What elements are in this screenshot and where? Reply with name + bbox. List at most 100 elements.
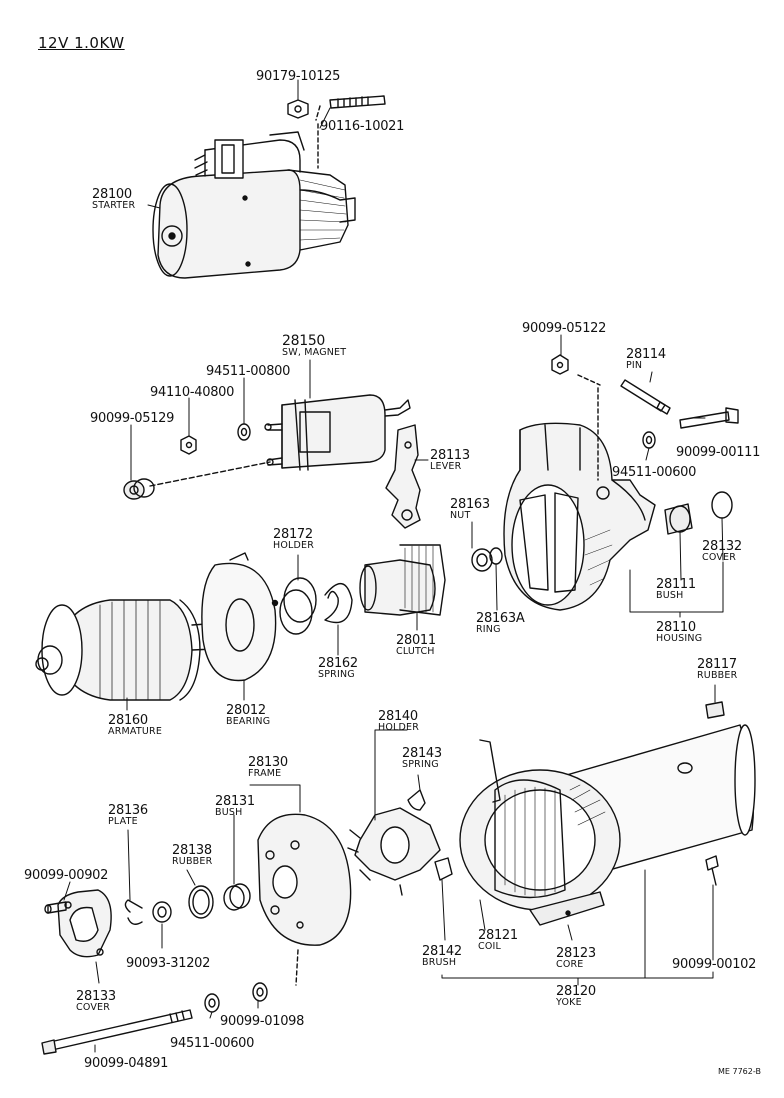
part-number: 28150 (282, 333, 326, 349)
part-number: 28162 (318, 656, 358, 671)
part-number: 28172 (273, 527, 313, 542)
part-number-94511-00800: 94511-00800 (206, 364, 291, 379)
part-label-28143: 28143 SPRING (402, 747, 442, 770)
part-name: SPRING (402, 759, 439, 770)
part-number: 28131 (215, 794, 255, 809)
part-number-94110-40800: 94110-40800 (150, 385, 235, 400)
part-name: STARTER (92, 200, 136, 211)
part-number: 28143 (402, 746, 442, 761)
part-name: COVER (702, 552, 737, 563)
part-label-28110: 28110 HOUSING (656, 621, 702, 644)
part-name: CORE (556, 959, 584, 970)
part-name: PIN (626, 360, 643, 371)
part-label-28162: 28162 SPRING (318, 657, 358, 680)
part-label-28136: 28136 PLATE (108, 804, 148, 827)
lever-illustration (385, 424, 421, 529)
part-label-28160: 28160 ARMATURE (108, 714, 162, 737)
diagram-header: 12V 1.0KW (38, 34, 125, 52)
part-name: CLUTCH (396, 646, 435, 657)
part-number: 28140 (378, 709, 418, 724)
yoke-illustration (459, 724, 756, 926)
part-number-90093-31202: 90093-31202 (126, 956, 211, 971)
part-number-90099-05129: 90099-05129 (90, 411, 175, 426)
part-number-94511-00600-lower: 94511-00600 (170, 1036, 255, 1051)
part-number: 28100 (92, 187, 132, 202)
cover-plate-rubber-illustration (44, 885, 214, 958)
magnet-switch-illustration (264, 394, 411, 471)
part-label-28111: 28111 BUSH (656, 578, 696, 601)
part-number-90099-04891: 90099-04891 (84, 1056, 169, 1071)
part-label-28100: 28100 STARTER (92, 188, 135, 211)
part-name: RUBBER (172, 856, 213, 867)
part-label-28130: 28130 FRAME (248, 756, 288, 779)
part-label-28132: 28132 COVER (702, 540, 742, 563)
starter-assembly-illustration (152, 131, 356, 279)
part-name: BUSH (656, 590, 684, 601)
part-name: COVER (76, 1002, 111, 1013)
drawing-code: ME 7762-B (718, 1067, 761, 1076)
part-number: 28163 (450, 497, 490, 512)
part-name: SPRING (318, 669, 355, 680)
part-name: YOKE (556, 997, 582, 1008)
part-label-28117: 28117 RUBBER (697, 658, 737, 681)
part-number: 28110 (656, 620, 696, 635)
part-number-90099-05122: 90099-05122 (522, 321, 607, 336)
part-label-28114: 28114 PIN (626, 348, 666, 371)
part-number: 28011 (396, 633, 436, 648)
part-name: LEVER (430, 461, 462, 472)
part-label-28123: 28123 CORE (556, 947, 596, 970)
part-name: ARMATURE (108, 726, 163, 737)
part-label-28011: 28011 CLUTCH (396, 634, 436, 657)
part-number: 28138 (172, 843, 212, 858)
part-number: 28163A (476, 611, 525, 626)
part-label-28131: 28131 BUSH (215, 795, 255, 818)
part-number: 28142 (422, 944, 462, 959)
part-number-90116: 90116-10021 (320, 119, 405, 134)
part-label-28120: 28120 YOKE (556, 985, 596, 1008)
housing-illustration (503, 422, 656, 611)
part-label-28138: 28138 RUBBER (172, 844, 212, 867)
armature-illustration (35, 599, 236, 701)
part-number: 28136 (108, 803, 148, 818)
part-number: 28160 (108, 713, 148, 728)
part-number: 28114 (626, 347, 666, 362)
part-label-28163A: 28163A RING (476, 611, 525, 635)
part-number: 28130 (248, 755, 288, 770)
part-number-94511-00600-upper: 94511-00600 (612, 465, 697, 480)
part-number: 28012 (226, 703, 266, 718)
part-number-90099-01098: 90099-01098 (220, 1014, 305, 1029)
part-name: HOLDER (273, 540, 315, 551)
washers-nuts-illustration (123, 423, 271, 500)
part-name: RUBBER (697, 670, 738, 681)
part-number: 28121 (478, 928, 518, 943)
housing-hardware-illustration (471, 354, 739, 572)
part-label-28140: 28140 HOLDER (378, 710, 419, 733)
holder-spring-clutch-illustration (279, 544, 446, 635)
part-number: 28120 (556, 984, 596, 999)
part-name: BUSH (215, 807, 243, 818)
part-label-28163: 28163 NUT (450, 498, 490, 521)
part-label-28113: 28113 LEVER (430, 449, 470, 472)
part-number-90099-00102: 90099-00102 (672, 957, 757, 972)
part-number-90179: 90179-10125 (256, 69, 341, 84)
part-number-90099-00902: 90099-00902 (24, 868, 109, 883)
bearing-plate-illustration (201, 552, 279, 682)
part-label-28133: 28133 COVER (76, 990, 116, 1013)
part-name: NUT (450, 510, 471, 521)
part-label-28172: 28172 HOLDER (273, 528, 314, 551)
rubber-grommet-illustration (705, 701, 725, 719)
part-name: BEARING (226, 716, 271, 727)
part-number: 28123 (556, 946, 596, 961)
part-label-28150: 28150 SW, MAGNET (282, 334, 346, 358)
part-number: 28111 (656, 577, 696, 592)
part-number: 28133 (76, 989, 116, 1004)
part-name: COIL (478, 941, 502, 952)
part-name: FRAME (248, 768, 282, 779)
part-name: SW, MAGNET (282, 347, 347, 358)
part-name: RING (476, 624, 501, 635)
part-number: 28117 (697, 657, 737, 672)
part-name: PLATE (108, 816, 138, 827)
part-label-28012: 28012 BEARING (226, 704, 270, 727)
